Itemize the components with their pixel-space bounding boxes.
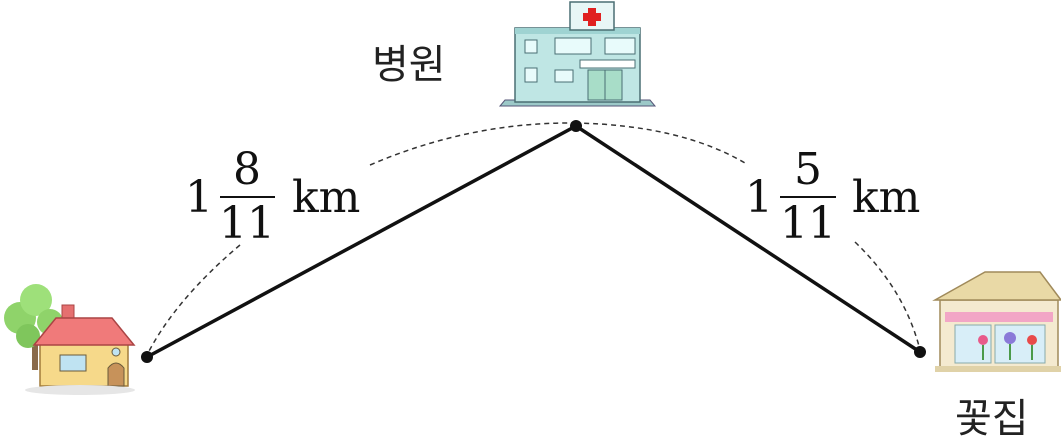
fraction-numerator: 5	[794, 144, 822, 195]
fraction-numerator: 8	[233, 144, 261, 195]
whole-number: 1	[185, 172, 213, 223]
point-hospital	[570, 120, 582, 132]
distance-arc-right-lower	[854, 241, 921, 351]
flower-shop-label: 꽃집	[955, 396, 1029, 442]
distance-unit: km	[852, 172, 920, 223]
distance-arc-left-lower	[146, 244, 241, 356]
whole-number: 1	[745, 172, 773, 223]
fraction-denominator: 11	[219, 198, 275, 249]
point-house	[141, 351, 153, 363]
house-icon	[4, 284, 136, 395]
hospital-building-icon	[498, 1, 657, 107]
route-hospital-to-flower-shop	[575, 124, 921, 354]
point-flower-shop	[914, 346, 926, 358]
route-house-to-hospital	[146, 124, 577, 359]
fraction-denominator: 11	[780, 198, 836, 249]
distance-label-house-hospital: 1 8 11 km	[185, 144, 360, 249]
flower-shop-icon	[932, 271, 1061, 372]
distance-label-hospital-flower-shop: 1 5 11 km	[745, 144, 920, 249]
distance-unit: km	[292, 172, 360, 223]
hospital-label: 병원	[372, 42, 446, 88]
